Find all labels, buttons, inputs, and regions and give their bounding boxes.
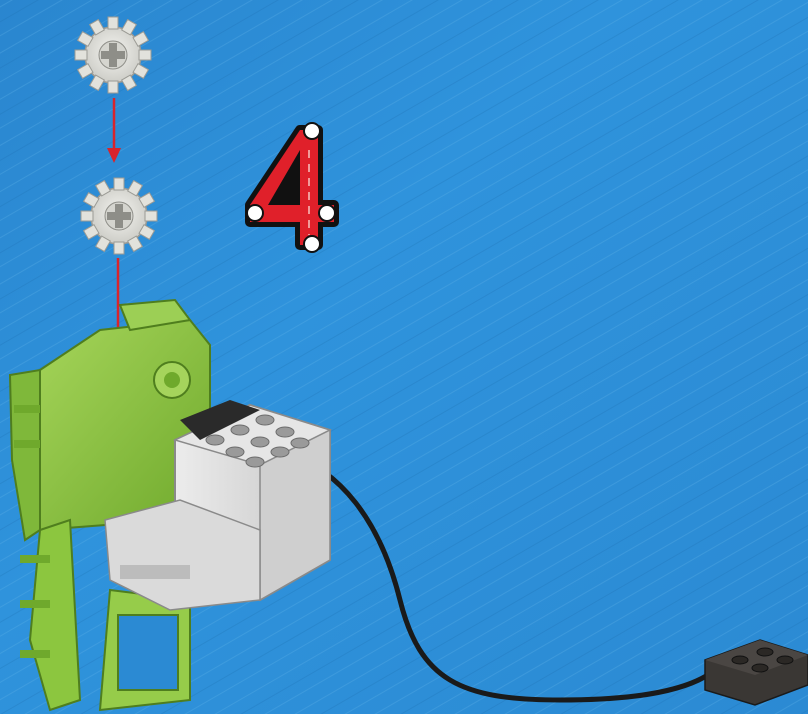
instruction-step-canvas: 4: [0, 0, 808, 714]
illustration: [0, 0, 808, 714]
